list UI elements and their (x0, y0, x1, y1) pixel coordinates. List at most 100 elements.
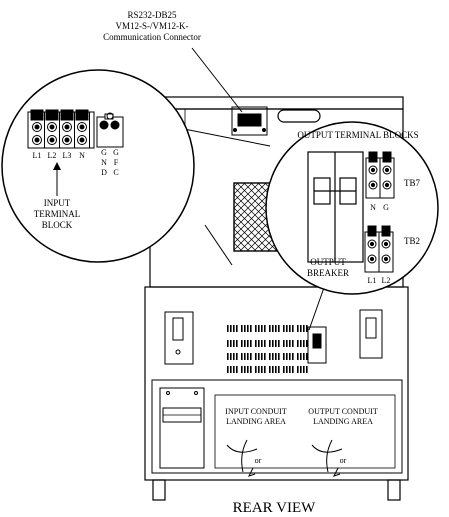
vent-group (255, 325, 266, 332)
vent-slot (244, 366, 246, 373)
middle-breaker (307, 326, 327, 364)
vent-group (297, 366, 308, 373)
vent-group (241, 340, 252, 347)
conduit-labels: INPUT CONDUIT LANDING AREA OUTPUT CONDUI… (225, 407, 378, 465)
vent-slot (278, 353, 280, 360)
vent-slot (258, 353, 260, 360)
conduit-arrows (226, 439, 343, 477)
output-terminal-top (382, 151, 392, 163)
vent-slot (297, 340, 299, 347)
ground-label-bot-1: D (101, 168, 107, 177)
vent-group (241, 325, 252, 332)
vent-slot (255, 366, 257, 373)
vent-slot (250, 353, 252, 360)
vent-slot (241, 353, 243, 360)
vent-slot (269, 353, 271, 360)
vent-slot (269, 325, 271, 332)
output-breaker-label-line2: BREAKER (307, 268, 349, 278)
ground-label-mid-1: N (101, 158, 107, 167)
vent-slot (250, 325, 252, 332)
vent-slot (230, 353, 232, 360)
vent-slot (289, 353, 291, 360)
vent-group (227, 325, 238, 332)
vent-group (283, 340, 294, 347)
vent-slot (236, 366, 238, 373)
vent-slot (297, 325, 299, 332)
vent-slot (244, 353, 246, 360)
vent-slot (264, 353, 266, 360)
vent-slot (236, 340, 238, 347)
vent-slot (303, 366, 305, 373)
vent-slot (286, 325, 288, 332)
vent-slot (244, 325, 246, 332)
vent-slot (292, 340, 294, 347)
vent-slot (292, 353, 294, 360)
vent-slot (275, 366, 277, 373)
vent-slot (261, 325, 263, 332)
connector-label-line1: RS232-DB25 (127, 10, 177, 20)
vent-slot (286, 340, 288, 347)
output-terminal-screw-center (383, 256, 389, 262)
vent-group (269, 325, 280, 332)
vent-slot (264, 325, 266, 332)
vent-slot (286, 353, 288, 360)
output-terminal-screw-center (384, 167, 390, 173)
vent-slot (258, 366, 260, 373)
vent-slot (306, 353, 308, 360)
output-panel-labels: OUTPUT TERMINAL BLOCKS TB7 TB2 N G L1 L2… (297, 130, 420, 285)
vent-slot (300, 366, 302, 373)
vent-slot (233, 340, 235, 347)
output-conduit-or: or (340, 456, 347, 465)
output-terminal-screw-center (369, 256, 375, 262)
vent-slot (227, 340, 229, 347)
vent-slot (275, 325, 277, 332)
vent-slot (269, 340, 271, 347)
vent-slot (230, 366, 232, 373)
vent-slot (233, 325, 235, 332)
vent-slot (278, 366, 280, 373)
vent-slot (233, 353, 235, 360)
vent-slot (272, 325, 274, 332)
tb2-terminal-l1: L1 (368, 276, 377, 285)
vent-slot (297, 353, 299, 360)
vent-slot (258, 340, 260, 347)
vent-slot (272, 340, 274, 347)
tb7-terminal-n: N (370, 203, 376, 212)
output-terminal-top (381, 225, 391, 237)
vent-slot (255, 340, 257, 347)
vent-slot (247, 325, 249, 332)
vent-slot (261, 353, 263, 360)
input-label-arrowhead (53, 162, 61, 170)
vent-slot (250, 340, 252, 347)
input-terminal-label-l3: L3 (63, 151, 72, 160)
output-breaker-label-line1: OUTPUT (310, 257, 346, 267)
vent-group (297, 325, 308, 332)
vent-group (269, 353, 280, 360)
vent-group (255, 340, 266, 347)
vent-group (241, 366, 252, 373)
vent-slot (236, 353, 238, 360)
vent-slot (227, 353, 229, 360)
output-magnifier (265, 121, 439, 295)
input-terminal-screw-center (34, 137, 40, 143)
tb7-terminal-g: G (383, 203, 389, 212)
left-switch (164, 311, 194, 365)
vent-slot (297, 366, 299, 373)
vent-slot (278, 340, 280, 347)
vent-group (227, 366, 238, 373)
vent-slot (264, 340, 266, 347)
output-breaker (307, 151, 364, 263)
output-panel-title: OUTPUT TERMINAL BLOCKS (297, 130, 418, 140)
right-switch (359, 309, 383, 359)
vent-slot (283, 366, 285, 373)
vent-slot (247, 353, 249, 360)
vent-group (269, 366, 280, 373)
input-terminal-screw-center (49, 124, 55, 130)
input-terminal-screw-center (79, 124, 85, 130)
vent-slot (292, 366, 294, 373)
output-terminal-screw-center (370, 167, 376, 173)
input-terminal-screw-center (64, 137, 70, 143)
output-terminal-top (367, 225, 377, 237)
vent-slot (292, 325, 294, 332)
